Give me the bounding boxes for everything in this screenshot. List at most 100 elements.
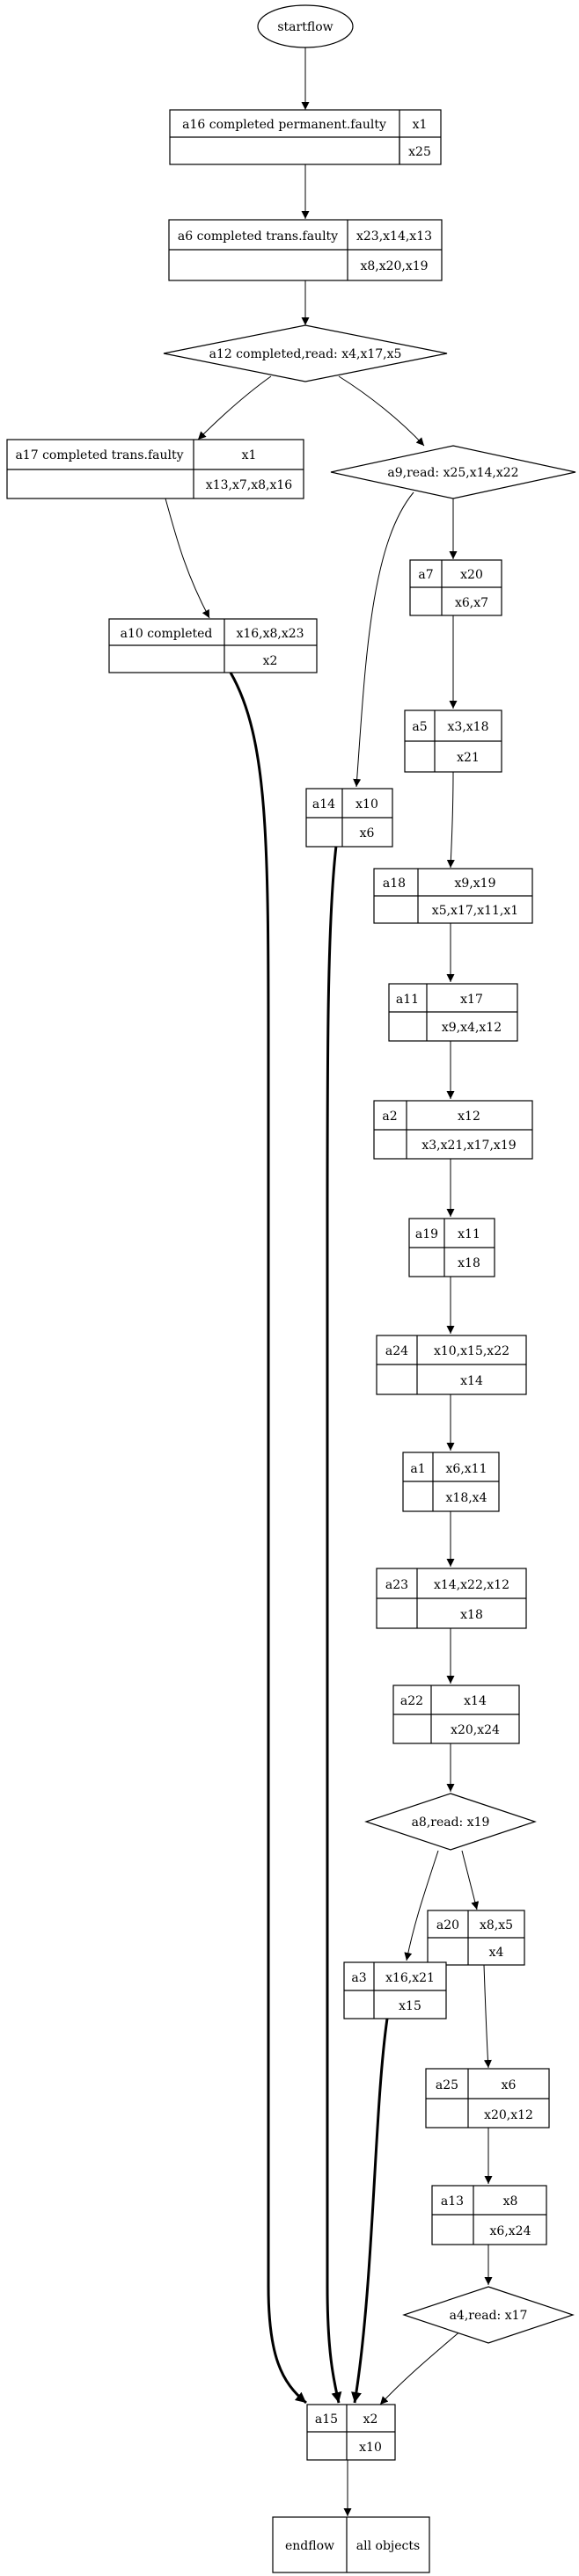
node-a8-diamond	[364, 1793, 537, 1851]
a18-bottom: x5,x17,x11,x1	[432, 904, 518, 918]
a11-bottom: x9,x4,x12	[442, 1021, 502, 1035]
node-a5: a5 x3,x18 x21	[404, 709, 502, 773]
a8-label: a8,read: x19	[412, 1816, 490, 1830]
a22-name: a22	[400, 1694, 423, 1708]
a16-top: x1	[413, 118, 428, 132]
node-a2: a2 x12 x3,x21,x17,x19	[373, 1100, 533, 1160]
node-a9: a9,read: x25,x14,x22	[330, 445, 576, 499]
node-a19: a19 x11 x18	[408, 1218, 495, 1277]
a10-name: a10 completed	[121, 627, 213, 641]
a10-bottom: x2	[263, 654, 278, 668]
node-startflow: startflow	[257, 4, 354, 48]
a19-bottom: x18	[458, 1256, 480, 1270]
edge-a14-a15	[326, 845, 342, 2404]
a4-label: a4,read: x17	[450, 2309, 528, 2323]
edges	[165, 47, 493, 2516]
edge-a4-a15	[379, 2329, 463, 2405]
a18-name: a18	[383, 877, 406, 891]
node-a3: a3 x16,x21 x15	[343, 1961, 447, 2019]
a13-top: x8	[503, 2194, 518, 2209]
a16-name: a16 completed permanent.faulty	[182, 118, 386, 132]
a14-bottom: x6	[360, 826, 375, 840]
node-a17: a17 completed trans.faulty x1 x13,x7,x8,…	[6, 439, 304, 499]
a17-bottom: x13,x7,x8,x16	[206, 478, 292, 492]
node-a4-diamond	[402, 2286, 575, 2344]
a7-name: a7	[418, 568, 433, 582]
node-a15: a15 x2 x10	[306, 2404, 396, 2461]
edge-a9-a14	[353, 491, 414, 788]
a7-bottom: x6,x7	[455, 596, 488, 610]
a5-top: x3,x18	[448, 720, 489, 734]
a16-bottom: x25	[408, 145, 431, 159]
a14-top: x10	[355, 797, 378, 811]
node-a1: a1 x6,x11 x18,x4	[402, 1452, 500, 1512]
a10-top: x16,x8,x23	[236, 627, 304, 641]
edge-a10-a15	[229, 672, 307, 2405]
a17-top: x1	[242, 448, 257, 462]
a13-bottom: x6,x24	[490, 2224, 531, 2238]
a5-name: a5	[412, 720, 427, 734]
a12-label: a12 completed,read: x4,x17,x5	[209, 347, 402, 361]
a3-name: a3	[351, 1971, 366, 1985]
a19-name: a19	[415, 1227, 438, 1241]
a6-top: x23,x14,x13	[356, 229, 432, 244]
a25-bottom: x20,x12	[484, 2108, 533, 2122]
node-a16: a16 completed permanent.faulty x1 x25	[169, 109, 442, 165]
a20-top: x8,x5	[480, 1918, 513, 1932]
a18-top: x9,x19	[455, 877, 496, 891]
node-endflow-box	[272, 2516, 430, 2573]
a1-top: x6,x11	[446, 1462, 487, 1476]
edge-a12-a17	[197, 375, 272, 440]
endflow-right: all objects	[356, 2539, 420, 2553]
node-a9-diamond	[330, 445, 576, 499]
a15-bottom: x10	[359, 2441, 382, 2455]
a14-name: a14	[312, 797, 335, 811]
a24-top: x10,x15,x22	[434, 1344, 509, 1358]
a25-top: x6	[502, 2078, 517, 2092]
a24-bottom: x14	[460, 1374, 483, 1388]
edge-a12-a9	[338, 375, 425, 447]
endflow-name: endflow	[285, 2539, 334, 2553]
a15-name: a15	[315, 2412, 338, 2427]
node-a12-diamond	[163, 324, 448, 382]
edge-a20-a25	[483, 1964, 492, 2069]
a3-bottom: x15	[399, 1999, 421, 2013]
a11-name: a11	[396, 993, 419, 1007]
a2-bottom: x3,x21,x17,x19	[421, 1139, 516, 1153]
node-a10: a10 completed x16,x8,x23 x2	[108, 618, 318, 673]
a1-name: a1	[410, 1462, 425, 1476]
a1-bottom: x18,x4	[446, 1491, 487, 1505]
a24-name: a24	[385, 1344, 408, 1358]
node-a23: a23 x14,x22,x12 x18	[376, 1568, 527, 1629]
a6-name: a6 completed trans.faulty	[178, 229, 338, 244]
a6-bottom: x8,x20,x19	[360, 259, 428, 273]
node-a4: a4,read: x17	[402, 2286, 575, 2344]
edge-a8-a20	[461, 1850, 480, 1910]
nodes: startflow a16 completed permanent.faulty…	[6, 4, 576, 2573]
edge-a5-a18	[446, 771, 455, 869]
node-a13: a13 x8 x6,x24	[431, 2185, 547, 2245]
edge-a8-a3	[404, 1850, 439, 1961]
node-a8: a8,read: x19	[364, 1793, 537, 1851]
a22-bottom: x20,x24	[451, 1723, 500, 1737]
node-a11: a11 x17 x9,x4,x12	[388, 983, 518, 1042]
a11-top: x17	[460, 993, 483, 1007]
edge-a3-a15	[351, 2018, 389, 2404]
a23-bottom: x18	[460, 1608, 483, 1622]
node-a14: a14 x10 x6	[305, 788, 393, 848]
a20-name: a20	[436, 1918, 459, 1932]
node-a12: a12 completed,read: x4,x17,x5	[163, 324, 448, 382]
node-endflow: endflow all objects	[272, 2516, 430, 2573]
node-a25: a25 x6 x20,x12	[425, 2068, 550, 2128]
a2-name: a2	[382, 1110, 397, 1124]
a3-top: x16,x21	[385, 1971, 435, 1985]
a5-bottom: x21	[457, 751, 480, 765]
a23-name: a23	[385, 1578, 408, 1592]
a15-top: x2	[363, 2412, 378, 2427]
a22-top: x14	[464, 1694, 487, 1708]
a13-name: a13	[441, 2194, 464, 2209]
node-a7: a7 x20 x6,x7	[409, 559, 502, 616]
a23-top: x14,x22,x12	[434, 1578, 509, 1592]
node-a18: a18 x9,x19 x5,x17,x11,x1	[373, 868, 533, 924]
